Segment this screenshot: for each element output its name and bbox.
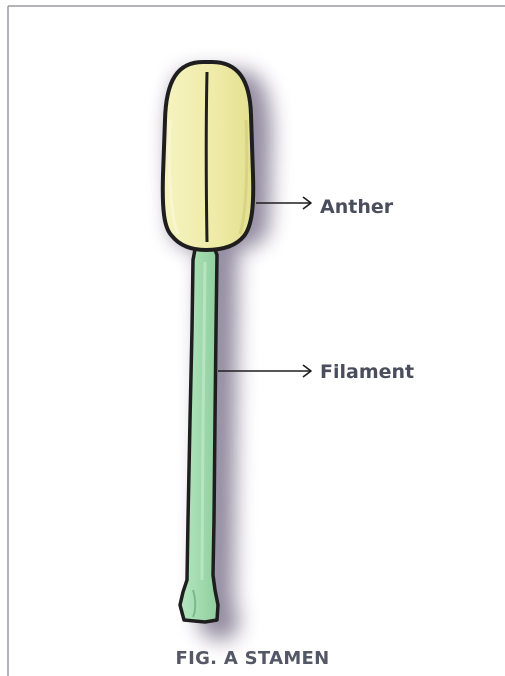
filament-label: Filament (320, 361, 414, 383)
filament (180, 244, 218, 622)
anther (163, 62, 253, 250)
anther-label: Anther (320, 196, 393, 218)
figure-caption: FIG. A STAMEN (0, 648, 505, 669)
